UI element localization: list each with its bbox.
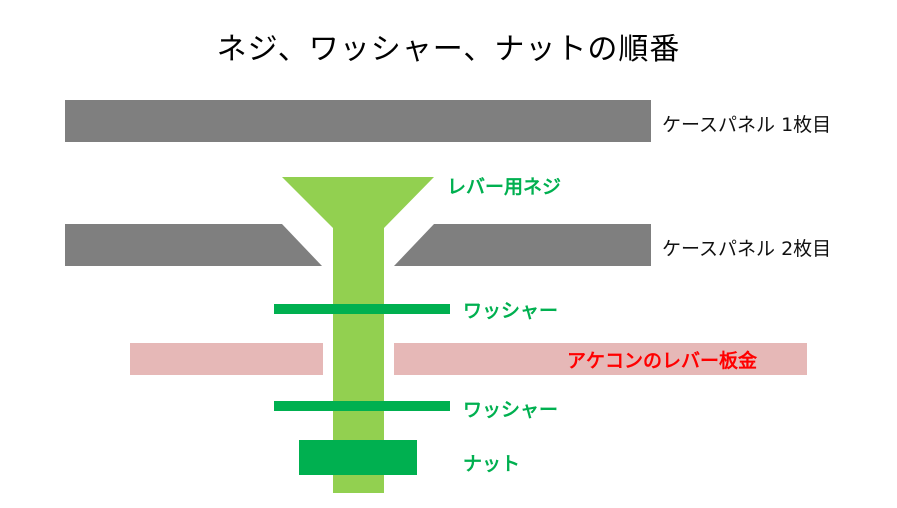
washer-bottom: [274, 401, 450, 411]
case-panel-1: [65, 100, 651, 142]
nut: [299, 440, 417, 475]
diagram-title: ネジ、ワッシャー、ナットの順番: [216, 32, 681, 67]
label-washer-bottom: ワッシャー: [463, 399, 559, 421]
screw-head: [282, 177, 434, 228]
case-panel-2-left: [65, 224, 322, 266]
case-panel-2-right: [394, 224, 651, 266]
label-case-panel-1: ケースパネル 1枚目: [662, 114, 832, 136]
label-washer-top: ワッシャー: [463, 300, 559, 322]
label-lever-plate: アケコンのレバー板金: [567, 350, 758, 372]
lever-plate-right: [394, 343, 807, 375]
washer-top: [274, 304, 450, 314]
label-nut: ナット: [463, 453, 521, 475]
lever-plate-left: [130, 343, 323, 375]
label-screw: レバー用ネジ: [447, 176, 562, 198]
label-case-panel-2: ケースパネル 2枚目: [662, 238, 832, 260]
